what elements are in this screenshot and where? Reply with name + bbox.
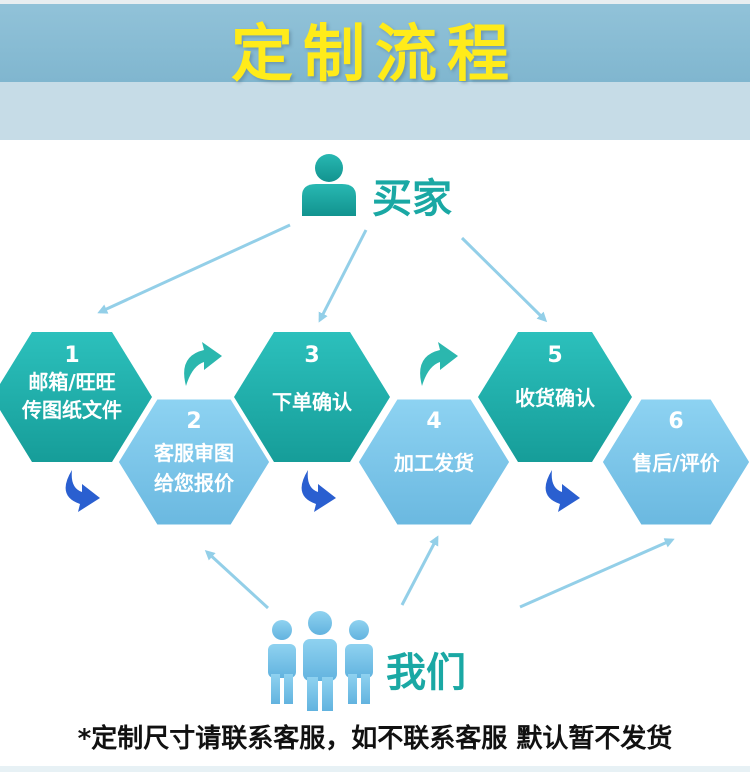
step-4-number: 4 xyxy=(426,409,441,434)
step-5-line-1: 收货确认 xyxy=(515,386,596,410)
buyer-person-icon xyxy=(302,154,356,216)
step-4-line-1: 加工发货 xyxy=(393,451,474,475)
flow-arrow-buyer-to-step3 xyxy=(318,229,368,323)
header-top-strip xyxy=(0,0,750,4)
header-banner: 定制流程 xyxy=(0,0,750,140)
curved-arrow-icon xyxy=(301,470,336,512)
curved-arrow-icon xyxy=(545,470,580,512)
step-2-line-2: 给您报价 xyxy=(154,471,235,495)
step-2-number: 2 xyxy=(186,409,201,434)
curved-arrow-icon xyxy=(65,470,100,512)
step-1-line-2: 传图纸文件 xyxy=(21,398,122,422)
step-1-line-1: 邮箱/旺旺 xyxy=(28,370,115,394)
step-4-hexagon xyxy=(353,394,515,530)
flow-arrow-us-to-step6 xyxy=(519,538,675,609)
flow-arrow-us-to-step2 xyxy=(204,549,270,610)
step-6-number: 6 xyxy=(668,409,683,434)
step-5-hexagon xyxy=(478,332,632,462)
flow-arrow-buyer-to-step5 xyxy=(460,236,548,323)
flow-arrow-us-to-step4 xyxy=(400,535,439,606)
team-people-icon xyxy=(268,611,373,711)
page-title: 定制流程 xyxy=(230,17,519,90)
curved-arrow-icon xyxy=(420,342,458,386)
curved-arrow-icon xyxy=(184,342,222,386)
step-5-number: 5 xyxy=(547,343,562,368)
step-1-number: 1 xyxy=(64,343,79,368)
footer-divider xyxy=(0,766,750,772)
step-3-line-1: 下单确认 xyxy=(272,390,353,414)
step-3-hexagon xyxy=(234,332,390,462)
role-buyer-label: 买家 xyxy=(372,176,452,222)
step-2-line-1: 客服审图 xyxy=(153,441,234,465)
step-2-hexagon xyxy=(113,394,275,530)
role-us-label: 我们 xyxy=(386,650,466,696)
footer-note: *定制尺寸请联系客服，如不联系客服 默认暂不发货 xyxy=(77,724,673,754)
header-band xyxy=(0,0,750,82)
step-1-hexagon xyxy=(0,332,152,462)
step-6-line-1: 售后/评价 xyxy=(632,451,720,475)
step-6-hexagon xyxy=(597,394,750,530)
step-3-number: 3 xyxy=(304,343,319,368)
flow-arrow-buyer-to-step1 xyxy=(97,223,291,314)
